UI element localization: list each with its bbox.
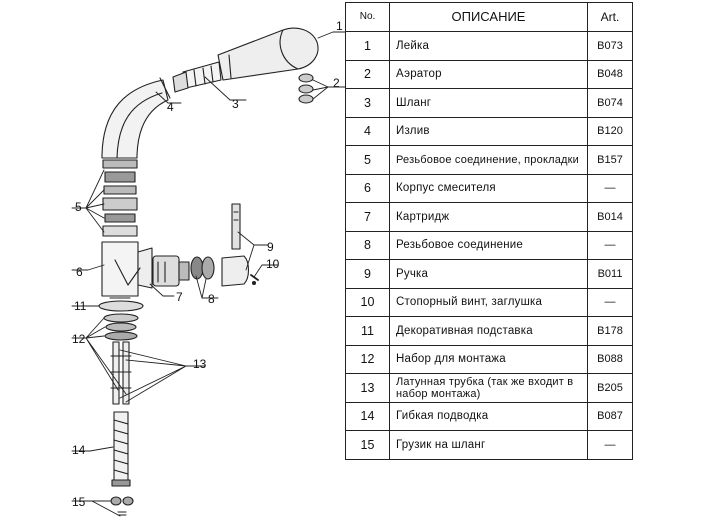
callout-7: 7 — [176, 290, 183, 304]
row-description: Гибкая подводка — [389, 401, 588, 431]
row-number: 10 — [345, 287, 390, 317]
callout-3: 3 — [232, 97, 239, 111]
row-description: Ручка — [389, 259, 588, 289]
callout-5: 5 — [75, 200, 82, 214]
callout-8: 8 — [208, 292, 215, 306]
callout-14: 14 — [72, 443, 86, 457]
row-article: — — [587, 230, 633, 260]
row-number: 7 — [345, 202, 390, 232]
callout-13: 13 — [193, 357, 207, 371]
handle-part — [221, 203, 250, 287]
row-article: B014 — [587, 202, 633, 232]
row-number: 2 — [345, 59, 390, 89]
cartridge-part — [152, 255, 190, 287]
spout-part — [101, 77, 171, 159]
row-article: B120 — [587, 116, 633, 146]
callout-12: 12 — [72, 332, 86, 346]
header-no: No. — [345, 2, 390, 32]
row-article: B205 — [587, 373, 633, 403]
header-art: Art. — [587, 2, 633, 32]
brass-tubes-part — [110, 341, 132, 405]
row-description: Резьбовое соединение, прокладки — [389, 145, 588, 175]
mixer-body-part — [101, 241, 153, 299]
row-article: B178 — [587, 316, 633, 346]
row-number: 4 — [345, 116, 390, 146]
row-description: Шланг — [389, 88, 588, 118]
row-article: B011 — [587, 259, 633, 289]
row-description: Грузик на шланг — [389, 430, 588, 460]
leader-lines — [71, 31, 345, 517]
row-description: Излив — [389, 116, 588, 146]
row-description: Аэратор — [389, 59, 588, 89]
callout-15: 15 — [72, 495, 86, 509]
row-article: B157 — [587, 145, 633, 175]
row-number: 6 — [345, 173, 390, 203]
row-number: 9 — [345, 259, 390, 289]
row-description: Лейка — [389, 31, 588, 61]
row-number: 1 — [345, 31, 390, 61]
row-description: Набор для монтажа — [389, 344, 588, 374]
exploded-faucet-diagram: 1 2 3 4 5 6 7 8 9 10 11 12 13 14 15 — [71, 19, 345, 517]
row-number: 8 — [345, 230, 390, 260]
threaded-connection-part — [190, 256, 215, 280]
row-description: Резьбовое соединение — [389, 230, 588, 260]
callout-9: 9 — [267, 240, 274, 254]
row-article: B073 — [587, 31, 633, 61]
table-header-row: No. ОПИСАНИЕ Art. — [345, 2, 633, 32]
row-number: 15 — [345, 430, 390, 460]
row-article: — — [587, 430, 633, 460]
hose-weight-part — [110, 496, 134, 516]
row-article: B088 — [587, 344, 633, 374]
row-number: 12 — [345, 344, 390, 374]
hose-part — [172, 61, 222, 93]
gasket-stack-part — [102, 159, 138, 237]
row-description: Стопорный винт, заглушка — [389, 287, 588, 317]
callout-11: 11 — [74, 299, 87, 313]
row-description: Картридж — [389, 202, 588, 232]
set-screw-part — [250, 274, 259, 286]
callout-10: 10 — [266, 257, 280, 271]
aerator-part — [298, 73, 314, 104]
row-description: Корпус смесителя — [389, 173, 588, 203]
row-article: B087 — [587, 401, 633, 431]
row-article: B074 — [587, 88, 633, 118]
row-number: 14 — [345, 401, 390, 431]
header-description: ОПИСАНИЕ — [389, 2, 588, 32]
row-article: — — [587, 173, 633, 203]
spray-head-part — [217, 27, 319, 81]
decorative-base-part — [98, 300, 144, 312]
row-number: 3 — [345, 88, 390, 118]
callout-4: 4 — [167, 100, 174, 114]
row-number: 11 — [345, 316, 390, 346]
row-description: Латунная трубка (так же входит в набор м… — [389, 373, 588, 403]
callout-6: 6 — [76, 265, 83, 279]
callout-2: 2 — [333, 76, 340, 90]
row-number: 5 — [345, 145, 390, 175]
row-article: B048 — [587, 59, 633, 89]
row-article: — — [587, 287, 633, 317]
flex-hose-part — [111, 411, 131, 487]
mounting-kit-part — [103, 313, 139, 341]
row-number: 13 — [345, 373, 390, 403]
row-description: Декоративная подставка — [389, 316, 588, 346]
callout-1: 1 — [336, 19, 343, 33]
